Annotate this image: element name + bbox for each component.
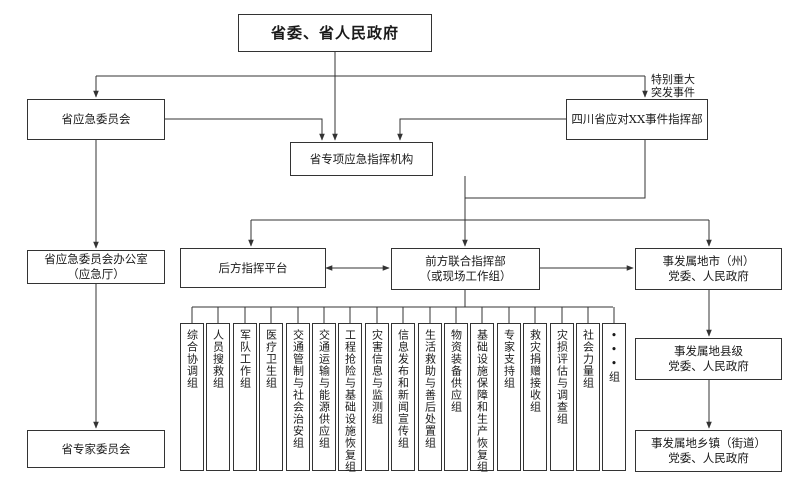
working-group-box: 灾损评估与调查组 (550, 323, 574, 471)
working-group-box: 医疗卫生组 (259, 323, 283, 471)
committee-office-label-line2: （应急厅） (67, 267, 125, 281)
front-joint-command-label-line1: 前方联合指挥部 (425, 254, 506, 268)
town-government-label-line2: 党委、人民政府 (668, 451, 749, 465)
working-group-box: 综合协调组 (180, 323, 204, 471)
working-group-label: 工程抢险与基础设施恢复组 (343, 329, 357, 473)
working-group-label: 灾害信息与监测组 (370, 329, 384, 425)
provincial-committee-government-box: 省委、省人民政府 (238, 14, 432, 52)
working-group-box: 人员搜救组 (206, 323, 230, 471)
working-group-box: 信息发布和新闻宣传组 (391, 323, 415, 471)
town-government-label-line1: 事发属地乡镇（街道） (651, 436, 766, 450)
working-group-box: 工程抢险与基础设施恢复组 (338, 323, 362, 473)
town-government-box: 事发属地乡镇（街道） 党委、人民政府 (635, 430, 782, 472)
working-group-label: •••组 (607, 329, 621, 383)
rear-command-platform-label: 后方指挥平台 (218, 260, 288, 275)
rear-command-platform-box: 后方指挥平台 (180, 248, 326, 288)
working-group-label: 救灾捐赠接收组 (528, 329, 542, 413)
working-group-box: 基础设施保障和生产恢复组 (470, 323, 494, 473)
city-government-label-line1: 事发属地市（州） (662, 254, 755, 268)
working-group-label: 生活救助与善后处置组 (423, 329, 437, 449)
special-command-agency-box: 省专项应急指挥机构 (290, 142, 433, 176)
working-group-label: 物资装备供应组 (449, 329, 463, 413)
city-government-box: 事发属地市（州） 党委、人民政府 (635, 248, 782, 290)
committee-office-box: 省应急委员会办公室 （应急厅） (27, 250, 165, 284)
emergency-committee-box: 省应急委员会 (27, 99, 165, 140)
working-group-label: 人员搜救组 (211, 329, 225, 389)
emergency-committee-label: 省应急委员会 (61, 112, 131, 126)
working-group-label: 灾损评估与调查组 (555, 329, 569, 425)
working-group-box: 社会力量组 (576, 323, 600, 471)
working-group-label: 医疗卫生组 (264, 329, 278, 389)
city-government-label-line2: 党委、人民政府 (668, 269, 749, 283)
working-group-box: 交通运输与能源供应组 (312, 323, 336, 471)
working-group-box: •••组 (602, 323, 626, 471)
sichuan-command-hq-box: 四川省应对XX事件指挥部 (566, 99, 708, 140)
working-group-box: 专家支持组 (497, 323, 521, 471)
working-group-label: 信息发布和新闻宣传组 (396, 329, 410, 449)
special-command-agency-label: 省专项应急指挥机构 (309, 151, 414, 166)
working-group-label: 交通管制与社会治安组 (291, 329, 305, 449)
working-group-box: 救灾捐赠接收组 (523, 323, 547, 471)
working-group-label: 交通运输与能源供应组 (317, 329, 331, 449)
expert-committee-box: 省专家委员会 (27, 430, 165, 468)
committee-office-label-line1: 省应急委员会办公室 (44, 252, 148, 266)
major-emergency-note: 特别重大 突发事件 (651, 73, 695, 99)
working-group-label: 基础设施保障和生产恢复组 (475, 329, 489, 473)
county-government-label-line1: 事发属地县级 (674, 344, 743, 358)
working-group-box: 生活救助与善后处置组 (418, 323, 442, 471)
working-group-box: 交通管制与社会治安组 (286, 323, 310, 471)
working-group-label: 综合协调组 (185, 329, 199, 389)
county-government-box: 事发属地县级 党委、人民政府 (635, 338, 782, 380)
major-emergency-note-line1: 特别重大 (651, 73, 695, 86)
working-group-label: 专家支持组 (502, 329, 516, 389)
provincial-committee-government-label: 省委、省人民政府 (270, 23, 399, 42)
expert-committee-label: 省专家委员会 (61, 441, 131, 456)
working-group-box: 物资装备供应组 (444, 323, 468, 471)
front-joint-command-label-line2: （或现场工作组） (419, 269, 512, 283)
sichuan-command-hq-label: 四川省应对XX事件指挥部 (571, 112, 703, 126)
front-joint-command-box: 前方联合指挥部 （或现场工作组） (391, 248, 540, 290)
working-group-label: 社会力量组 (581, 329, 595, 389)
working-group-box: 军队工作组 (233, 323, 257, 471)
working-group-label: 军队工作组 (238, 329, 252, 389)
working-group-box: 灾害信息与监测组 (365, 323, 389, 471)
major-emergency-note-line2: 突发事件 (651, 86, 695, 99)
county-government-label-line2: 党委、人民政府 (668, 359, 749, 373)
